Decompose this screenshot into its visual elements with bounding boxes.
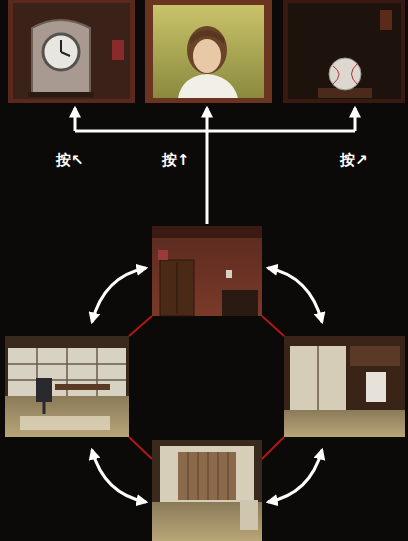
choice-arrows — [75, 108, 355, 224]
clock-photo — [8, 0, 135, 103]
room-photo — [5, 336, 129, 437]
key-label: 按↗ — [340, 151, 368, 169]
octagon-lines — [129, 316, 284, 459]
room-photo — [152, 440, 262, 541]
ball-photo — [283, 0, 405, 103]
room-photo — [152, 226, 262, 316]
portrait-photo — [145, 0, 272, 103]
room-photo — [284, 336, 405, 437]
key-label: 按↑ — [162, 151, 190, 169]
key-label: 按↖ — [56, 151, 84, 169]
move-arrows — [92, 268, 322, 502]
